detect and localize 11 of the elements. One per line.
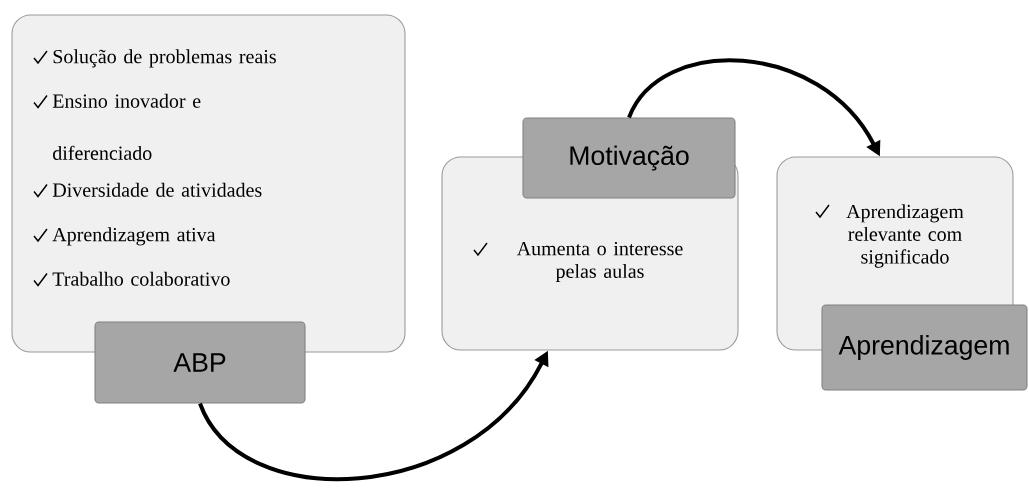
body-text: Aumenta o interesse pelas aulas (516, 241, 683, 283)
list-item: Ensino inovador e diferenciado (52, 93, 201, 160)
body-text: Aprendizagem relevante com significado (846, 204, 964, 268)
label-tab: Aprendizagem (821, 304, 1028, 391)
list-item: Trabalho colaborativo (52, 271, 230, 286)
list-box (11, 14, 406, 353)
list-item: Diversidade de atividades (52, 182, 262, 197)
label-tab: Motivação (522, 117, 736, 199)
list-item: Aprendizagem ativa (52, 227, 216, 246)
list-item: Solução de problemas reais (53, 49, 276, 68)
label-tab: ABP (94, 321, 306, 404)
